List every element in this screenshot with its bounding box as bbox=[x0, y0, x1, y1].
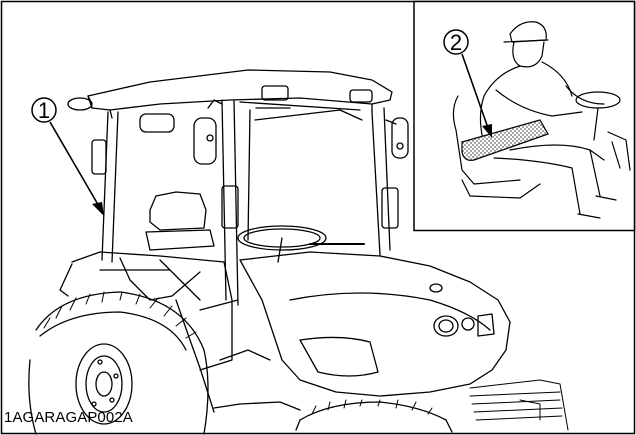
grille bbox=[469, 379, 569, 431]
left-mirror bbox=[193, 99, 223, 165]
callout-2-arrowhead bbox=[482, 124, 492, 138]
cab-roof bbox=[87, 69, 393, 111]
seat-belt-highlight bbox=[461, 119, 549, 161]
front-tire bbox=[295, 399, 453, 433]
headlights bbox=[433, 313, 495, 337]
cab-pillar-front bbox=[221, 99, 239, 306]
tractor-drawing bbox=[28, 69, 569, 435]
callout-2-number: 2 bbox=[450, 30, 462, 55]
right-mirror bbox=[385, 117, 409, 159]
callout-2-leader bbox=[461, 53, 489, 129]
rear-tire bbox=[28, 291, 209, 435]
operator-seat bbox=[145, 191, 215, 251]
cab-pillar-right bbox=[371, 107, 391, 256]
callout-2: 2 bbox=[443, 29, 492, 138]
callout-1-number: 1 bbox=[38, 98, 50, 123]
cab-pillar-rear bbox=[101, 111, 119, 263]
operator-figure bbox=[452, 21, 631, 219]
callout-1-leader bbox=[49, 121, 101, 209]
inset-panel bbox=[413, 0, 636, 232]
hood bbox=[239, 251, 511, 397]
roof-light-right bbox=[261, 85, 289, 101]
figure-code: 1AGARAGAP002A bbox=[4, 409, 133, 426]
roof-light-left bbox=[67, 97, 93, 111]
rear-hub bbox=[75, 343, 133, 425]
steering-wheel bbox=[237, 225, 327, 263]
callout-1-arrowhead bbox=[92, 202, 104, 216]
callout-1: 1 bbox=[31, 97, 104, 216]
